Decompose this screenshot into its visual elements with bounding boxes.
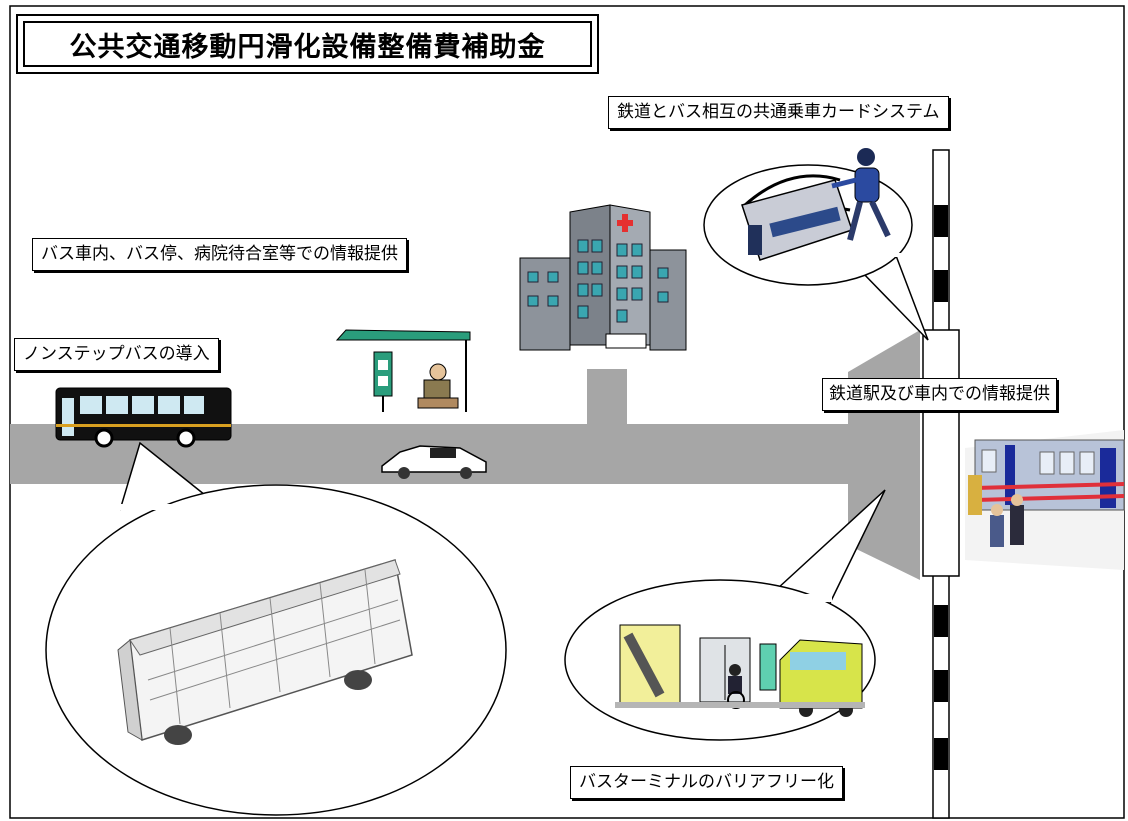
hospital-illustration [519, 204, 687, 351]
train-station-illustration [965, 430, 1125, 570]
terminal-barrier-free-illustration [615, 624, 865, 717]
cutaway-bus-illustration [117, 559, 413, 745]
label-card-system: 鉄道とバス相互の共通乗車カードシステム [608, 96, 949, 129]
station-platform [922, 329, 960, 577]
label-station-info: 鉄道駅及び車内での情報提供 [822, 378, 1057, 411]
title-frame: 公共交通移動円滑化設備整備費補助金 [16, 14, 599, 74]
label-nonstep-bus: ノンステップバスの導入 [14, 338, 219, 371]
car-illustration [381, 445, 487, 479]
page-title: 公共交通移動円滑化設備整備費補助金 [23, 21, 592, 67]
road-branch [587, 369, 627, 431]
label-bus-info: バス車内、バス停、病院待合室等での情報提供 [32, 238, 407, 271]
bus-stop-illustration [335, 329, 471, 412]
nonstep-bus-illustration [55, 387, 232, 448]
label-terminal-barrier-free: バスターミナルのバリアフリー化 [570, 766, 843, 799]
outer-frame [9, 5, 1125, 819]
ticket-gate-illustration [741, 148, 891, 261]
